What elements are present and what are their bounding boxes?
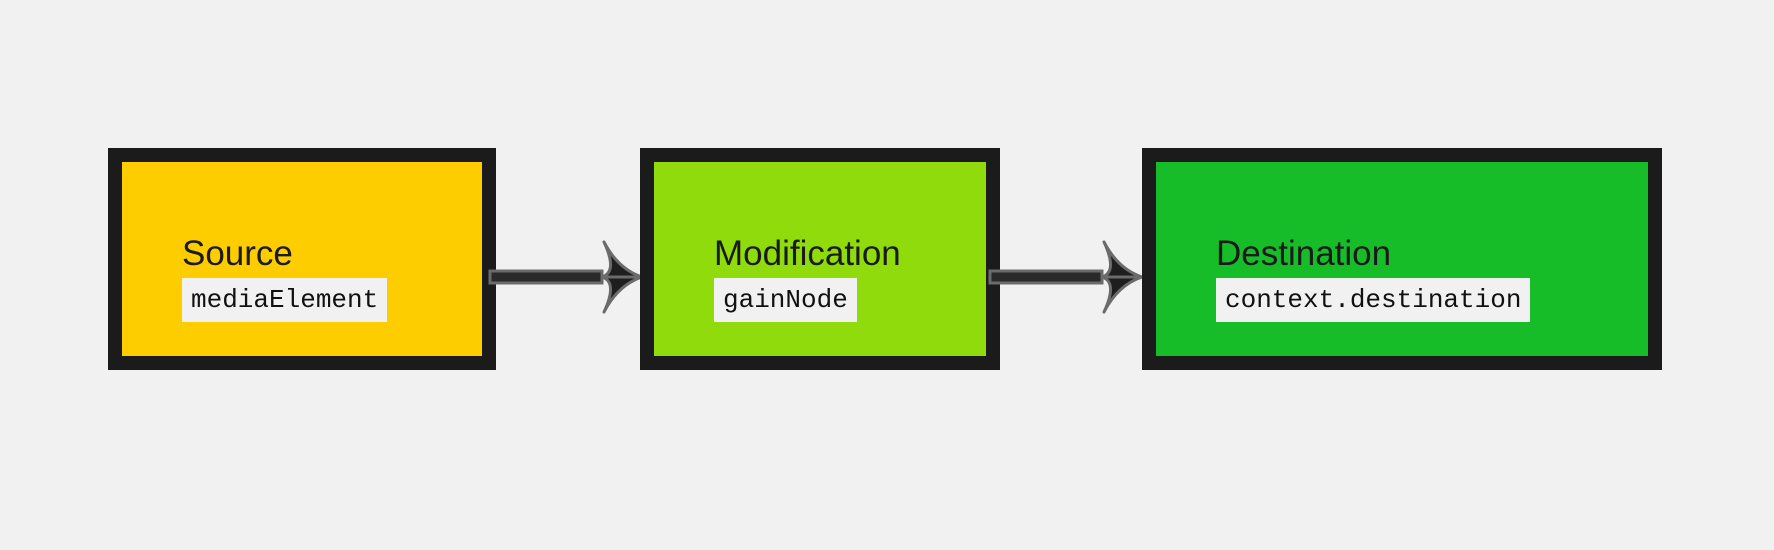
- destination-title: Destination: [1216, 234, 1392, 273]
- modification-title: Modification: [714, 234, 901, 273]
- destination-node: Destination context.destination: [1142, 148, 1662, 370]
- source-code: mediaElement: [182, 278, 388, 322]
- arrow-modification-to-destination: [988, 240, 1144, 314]
- source-title: Source: [182, 234, 293, 273]
- modification-node: Modification gainNode: [640, 148, 1000, 370]
- source-node: Source mediaElement: [108, 148, 496, 370]
- arrow-source-to-modification: [488, 240, 644, 314]
- modification-code: gainNode: [714, 278, 857, 322]
- destination-code: context.destination: [1216, 278, 1531, 322]
